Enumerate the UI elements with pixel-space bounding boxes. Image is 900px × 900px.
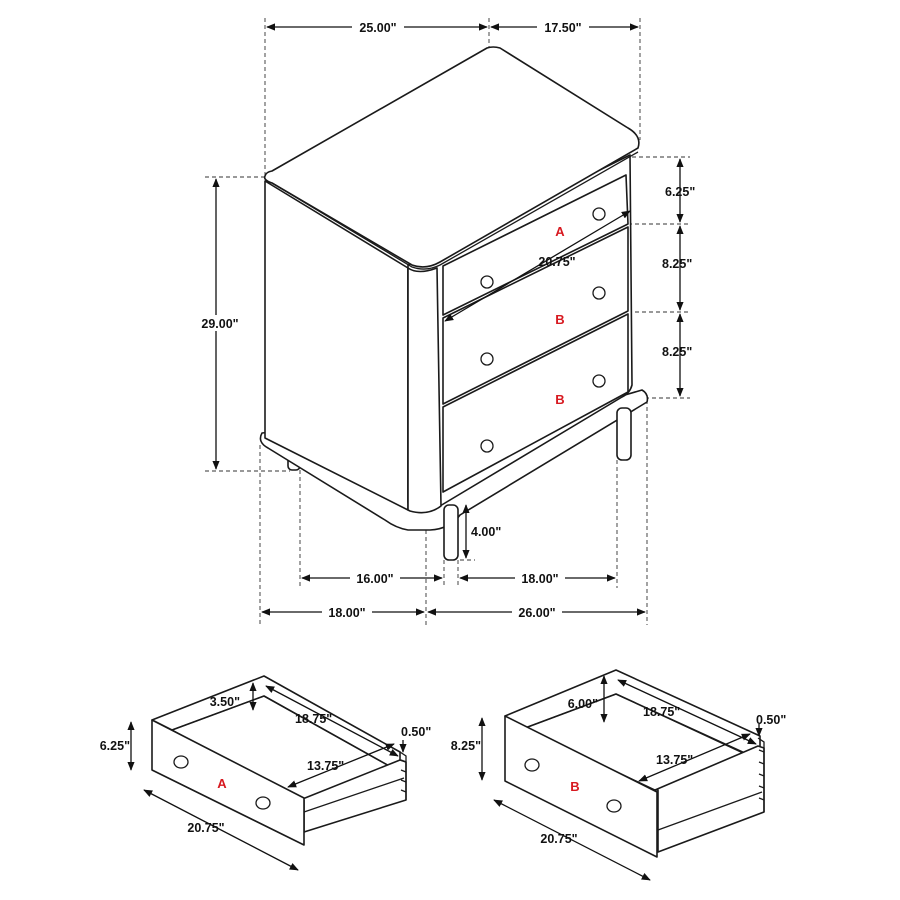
dim-drawer-b-lower-height: 8.25" <box>662 345 692 359</box>
dim-top-depth: 17.50" <box>544 21 581 35</box>
drawer-label-b-upper: B <box>555 312 564 327</box>
dim-drawer-a-height: 6.25" <box>100 739 130 753</box>
knob-icon <box>480 275 494 289</box>
dim-base-depth: 18.00" <box>328 606 365 620</box>
knob-icon <box>173 755 189 769</box>
dim-drawer-b-inner-length: 18.75" <box>643 705 680 719</box>
dim-overall-height: 29.00" <box>201 317 238 331</box>
dresser-main-view: A B B 25.00" 17.50" 6.25" 8.25" 8.25" 29… <box>196 18 695 625</box>
dim-drawer-b-inner-height: 6.00" <box>568 697 598 711</box>
dim-drawer-a-inner-width: 13.75" <box>307 759 344 773</box>
top-edge-line <box>264 151 639 270</box>
dim-drawer-b-height: 8.25" <box>451 739 481 753</box>
front-right-leg <box>616 407 632 461</box>
dim-drawer-a-inner-height: 3.50" <box>210 695 240 709</box>
dim-drawer-a-inner-length: 18.75" <box>295 712 332 726</box>
drawer-b-front <box>504 715 658 858</box>
dim-drawer-a-front-width: 20.75" <box>187 821 224 835</box>
knob-icon <box>255 796 271 810</box>
dim-drawer-b-front-width: 20.75" <box>540 832 577 846</box>
dim-base-width: 26.00" <box>518 606 555 620</box>
drawer-a-front <box>151 719 305 846</box>
dim-drawer-width: 20.75" <box>538 255 575 269</box>
dim-drawer-a-side: 0.50" <box>401 725 431 739</box>
drawer-a-label: A <box>217 776 227 791</box>
drawer-b-detail: B 8.25" 6.00" 18.75" 13.75" 0.50" 20.75" <box>451 669 786 881</box>
knob-icon <box>606 799 622 813</box>
knob-icon <box>480 352 494 366</box>
dim-leg-span-side: 16.00" <box>356 572 393 586</box>
front-corner-post <box>407 267 442 514</box>
dim-leg-span-front: 18.00" <box>521 572 558 586</box>
dim-drawer-b-side: 0.50" <box>756 713 786 727</box>
dim-leg-height: 4.00" <box>471 525 501 539</box>
knob-icon <box>524 758 540 772</box>
dim-drawer-b-upper-height: 8.25" <box>662 257 692 271</box>
knob-icon <box>480 439 494 453</box>
drawer-label-b-lower: B <box>555 392 564 407</box>
knob-icon <box>592 207 606 221</box>
drawer-b-side-rail <box>657 791 763 831</box>
drawer-a-joint <box>399 751 407 800</box>
dim-drawer-a-height: 6.25" <box>665 185 695 199</box>
extension-lines <box>205 18 690 625</box>
knob-icon <box>592 374 606 388</box>
drawer-a-detail: A 6.25" 3.50" 18.75" 13.75" 0.50" 20.75" <box>100 675 431 871</box>
knob-icon <box>592 286 606 300</box>
drawer-label-a: A <box>555 224 565 239</box>
dim-top-width: 25.00" <box>359 21 396 35</box>
front-left-leg <box>443 504 459 561</box>
drawer-b-label: B <box>570 779 579 794</box>
drawer-b-joint <box>757 737 765 812</box>
dim-drawer-b-inner-width: 13.75" <box>656 753 693 767</box>
